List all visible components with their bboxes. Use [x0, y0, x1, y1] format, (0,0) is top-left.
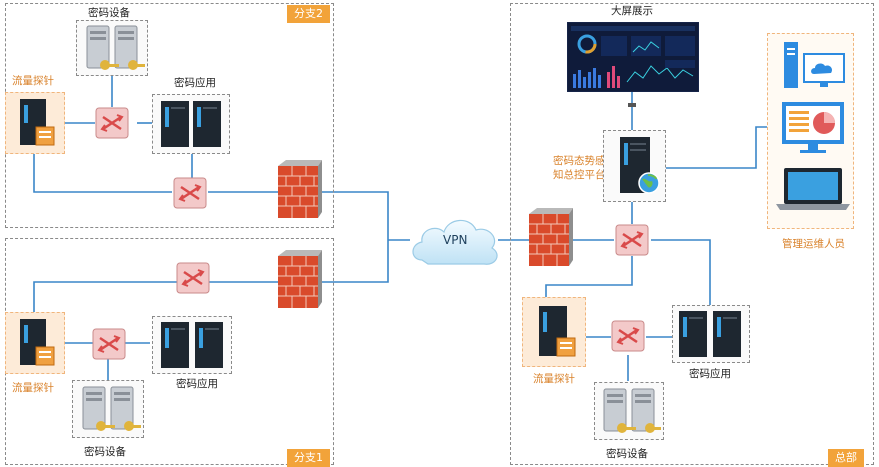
app-server-icon: [679, 311, 741, 357]
switch-icon: [92, 328, 126, 364]
switch-icon: [95, 107, 129, 143]
crypto-device-icon: [603, 388, 661, 433]
zone-hq: [510, 3, 874, 465]
app-server-icon: [161, 322, 223, 368]
switch-icon: [173, 177, 207, 213]
zone-hq-tag: 总部: [828, 449, 864, 467]
b1-probe-group: [5, 312, 65, 374]
switch-icon: [611, 320, 645, 356]
screen-stand-icon: [628, 92, 636, 111]
crypto-device-icon: [82, 386, 141, 431]
firewall-icon: [276, 250, 322, 316]
traffic-probe-icon: [539, 306, 576, 357]
hq-probe-group: [522, 297, 586, 367]
hq-crypto-app-group: [672, 305, 750, 363]
platform-label-line1: 密码态势感: [553, 155, 606, 167]
traffic-probe-icon: [20, 99, 55, 146]
b2-crypto-device-group: [76, 20, 148, 76]
firewall-icon: [527, 208, 573, 274]
platform-label-line2: 知总控平台: [553, 169, 606, 181]
switch-icon: [615, 224, 649, 260]
vpn-cloud-icon: [408, 210, 502, 276]
firewall-icon: [276, 160, 322, 226]
b2-crypto-app-label: 密码应用: [174, 77, 216, 89]
hq-crypto-app-label: 密码应用: [689, 368, 731, 380]
traffic-probe-icon: [20, 319, 55, 366]
hq-crypto-device-label: 密码设备: [606, 448, 648, 460]
hq-probe-label: 流量探针: [533, 373, 575, 385]
app-server-icon: [161, 101, 221, 147]
admin-devices-icon: [776, 42, 850, 210]
admin-label: 管理运维人员: [782, 238, 845, 250]
platform-group: [603, 130, 666, 202]
crypto-device-icon: [86, 25, 145, 70]
dashboard-screen-icon: [566, 21, 700, 96]
b2-probe-group: [5, 92, 65, 154]
b1-probe-label: 流量探针: [12, 382, 54, 394]
b2-probe-label: 流量探针: [12, 75, 54, 87]
b1-crypto-app-label: 密码应用: [176, 378, 218, 390]
b1-crypto-app-group: [152, 316, 232, 374]
big-screen-label: 大屏展示: [611, 5, 653, 17]
zone-branch1-tag: 分支1: [287, 449, 330, 467]
platform-server-icon: [620, 137, 660, 194]
b1-crypto-device-group: [72, 380, 144, 438]
b1-crypto-device-label: 密码设备: [84, 446, 126, 458]
admin-group: [767, 33, 854, 229]
vpn-label: VPN: [443, 233, 468, 247]
b2-crypto-device-label: 密码设备: [88, 7, 130, 19]
switch-icon: [176, 262, 210, 298]
hq-crypto-device-group: [594, 382, 664, 440]
zone-branch2-tag: 分支2: [287, 5, 330, 23]
b2-crypto-app-group: [152, 94, 230, 154]
